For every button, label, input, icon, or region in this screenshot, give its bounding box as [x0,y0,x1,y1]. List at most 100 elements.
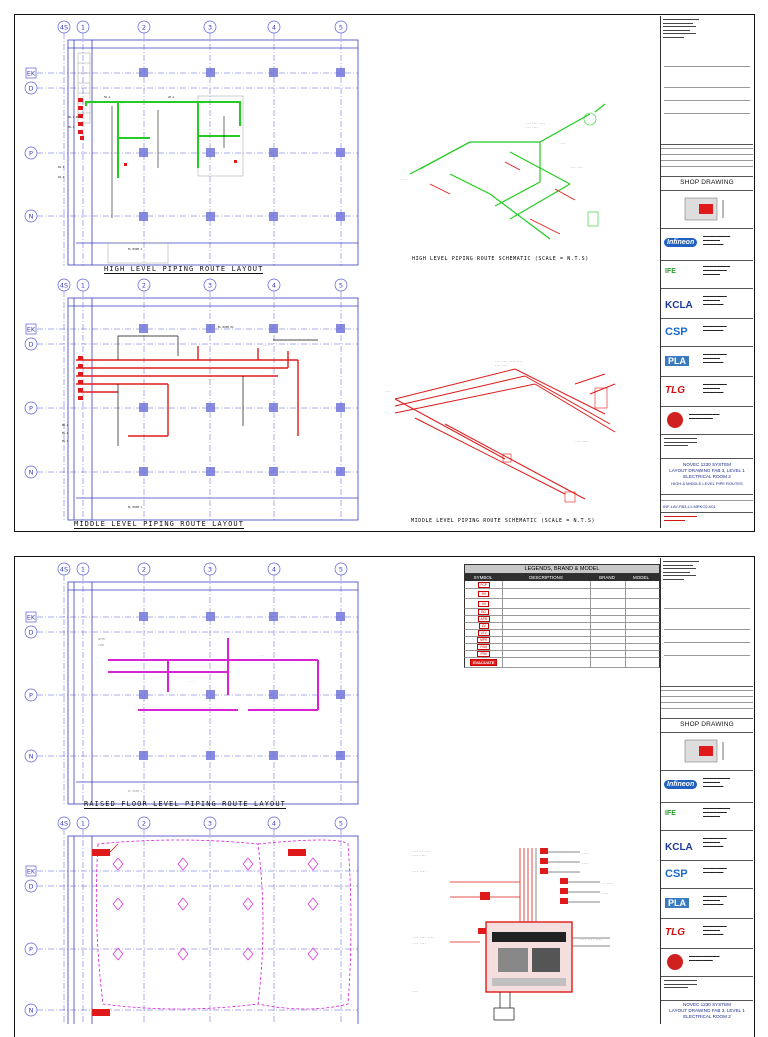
legend-row: BG [464,609,660,616]
legend-symbol: FSM [477,644,491,650]
legend-description-cell [502,581,590,588]
legend-symbol-cell: FCP [465,581,502,588]
drawing-sheet-2: 4S 1 2 3 4 5 EK D P N [0,556,768,1037]
legend-model-cell [624,581,659,588]
schematic-title-middle-level: MIDDLE LEVEL PIPING ROUTE SCHEMATIC (SCA… [411,518,596,524]
grid-bubble-3: 3 [208,820,212,828]
grid-bubble-p: P [29,150,33,158]
legend-symbol-cell: SH [465,590,502,597]
svg-text:----: ---- [412,990,419,993]
company-logo-4: CSP [665,326,688,338]
svg-text:NV-2: NV-2 [62,431,69,435]
grid-bubble-n: N [29,1007,34,1015]
grid-bubble-2: 2 [142,24,146,32]
legend-symbol-cell: EVACUATE [465,659,502,666]
grid-bubble-3: 3 [208,566,212,574]
svg-text:----: ---- [602,892,609,895]
legend-description-cell [502,644,590,650]
schematic-title-high-level: HIGH LEVEL PIPING ROUTE SCHEMATIC (SCALE… [412,256,589,262]
legend-brand-cell [590,589,624,598]
high-level-schematic: ---- ---- -------- ---- ---- ------ ----… [390,94,630,264]
grid-bubble-4: 4 [272,820,276,828]
plan-title-raised-floor: RAISED FLOOR LEVEL PIPING ROUTE LAYOUT [84,800,286,809]
grid-bubble-n: N [29,213,34,221]
legend-model-cell [624,616,659,622]
svg-text:----: ---- [208,378,215,381]
grid-bubble-4: 4 [272,24,276,32]
svg-text:NOVEC: NOVEC [98,637,106,641]
legend-header-row: SYMBOL DESCRIPTIONS BRAND MODEL [464,574,660,581]
legend-model-cell [624,589,659,598]
grid-bubble-3: 3 [208,282,212,290]
grid-bubble-ek: EK [27,868,36,876]
grid-bubble-4s: 4S [60,566,68,574]
grid-bubble-d: D [28,85,33,93]
plan-title-high-level: HIGH LEVEL PIPING ROUTE LAYOUT [104,265,264,274]
legend-symbol: BG [478,609,489,615]
grid-bubble-2: 2 [142,820,146,828]
grid-bubble-p: P [29,405,33,413]
drawing-title-line-1: NOVEC 1230 SYSTEM [683,1002,731,1007]
legend-row: ZV [464,623,660,630]
legend-header-brand: BRAND [599,575,615,580]
grid-bubble-1: 1 [81,24,85,32]
legend-brand-cell [590,630,624,636]
legend-description-cell [502,630,590,636]
legend-header-descriptions: DESCRIPTIONS [529,575,563,580]
svg-text:---- ----: ---- ---- [495,364,509,367]
company-logo-1: Infineon [664,238,698,247]
grid-bubble-d: D [28,883,33,891]
svg-text:----: ---- [263,344,270,347]
high-level-plan: 4S 1 2 3 4 5 EK D P N [18,18,360,276]
svg-text:----: ---- [560,142,566,145]
grid-bubble-4: 4 [272,566,276,574]
title-block: ▬▬▬▬▬▬▬▬▬▬▬▬▬▬▬▬▬▬▬▬▬▬▬▬▬▬▬▬▬▬▬▬▬▬▬▬▬▬▬▬… [660,16,753,528]
legend-brand-cell [590,637,624,643]
legend-symbol: SH [478,600,489,607]
legend-description-cell [502,616,590,622]
grid-bubble-4s: 4S [60,282,68,290]
svg-text:PA-1: PA-1 [58,165,65,169]
company-logo-3: KCLA [665,300,693,311]
legend-row: FSM [464,644,660,651]
legend-symbol: PRV [477,651,490,657]
drawing-title-line-3: ELECTRICAL ROOM 2 [683,1014,731,1020]
svg-text:---- ----: ---- ---- [575,440,589,443]
company-logo-5: PLA [665,898,689,908]
svg-text:NV-1: NV-1 [62,423,69,427]
legend-row: EVACUATE [464,658,660,668]
svg-text:50 ø: 50 ø [104,95,111,99]
grid-bubble-p: P [29,946,33,954]
legend-brand-cell [590,616,624,622]
legend-model-cell [624,651,659,657]
drawing-title-line-1: NOVEC 1230 SYSTEM [683,462,731,467]
legend-table: LEGENDS, BRAND & MODEL SYMBOL DESCRIPTIO… [464,564,660,668]
legend-model-cell [624,630,659,636]
legend-row: FCP [464,581,660,589]
legend-brand-cell [590,651,624,657]
legend-description-cell [502,589,590,598]
legend-symbol: FCP [477,581,490,588]
legend-title: LEGENDS, BRAND & MODEL [464,564,660,574]
svg-text:---- ---- ---- ----: ---- ---- ---- ---- [495,360,523,363]
company-logo-6: TLG [665,385,685,396]
grid-bubble-p: P [29,692,33,700]
svg-text:---- ----: ---- ---- [412,942,426,945]
grid-bubble-ek: EK [27,614,36,622]
grid-bubble-n: N [29,469,34,477]
svg-text:40 ø: 40 ø [168,95,175,99]
svg-text:---- ----: ---- ---- [570,166,584,169]
svg-text:---- ----: ---- ---- [412,870,426,873]
legend-symbol-cell: APB [465,616,502,622]
legend-symbol: APB [477,616,490,622]
svg-text:----: ---- [258,654,265,657]
company-logo-4: CSP [665,868,688,880]
grid-bubble-5: 5 [339,24,343,32]
legend-row: APB [464,616,660,623]
legend-symbol: EVACUATE [469,659,498,666]
legend-brand-cell [590,609,624,615]
legend-model-cell [624,637,659,643]
svg-text:---- ---- ----: ---- ---- ---- [525,122,546,125]
legend-model-cell [624,599,659,608]
legend-symbol: ZV [478,623,489,629]
